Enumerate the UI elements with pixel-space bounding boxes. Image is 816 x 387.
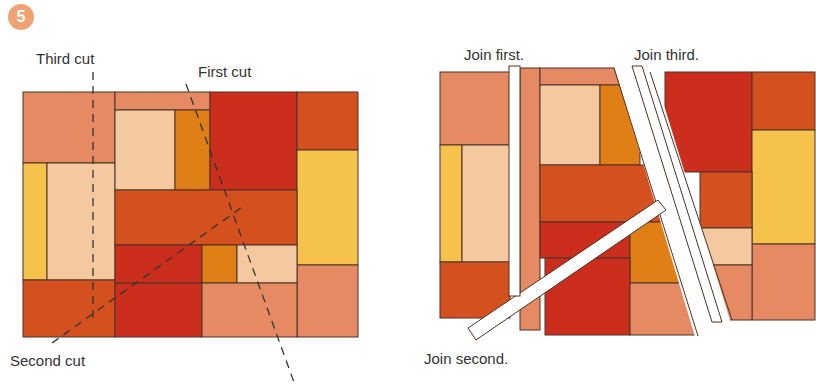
cut-lines: [52, 72, 295, 385]
cut-label: Third cut: [36, 50, 94, 67]
seam-strip: [509, 66, 520, 296]
cut-label: Join first.: [464, 46, 524, 63]
seam-strip: [468, 200, 666, 340]
step-number-text: 5: [17, 8, 26, 26]
seam-strip: [632, 66, 722, 322]
cut-label: Join second.: [424, 350, 508, 367]
left-quilt-block: [23, 92, 358, 337]
cut-label: First cut: [198, 63, 251, 80]
cut-label: Second cut: [10, 352, 85, 369]
step-number: 5: [8, 4, 34, 30]
cut-label: Join third.: [634, 46, 699, 63]
